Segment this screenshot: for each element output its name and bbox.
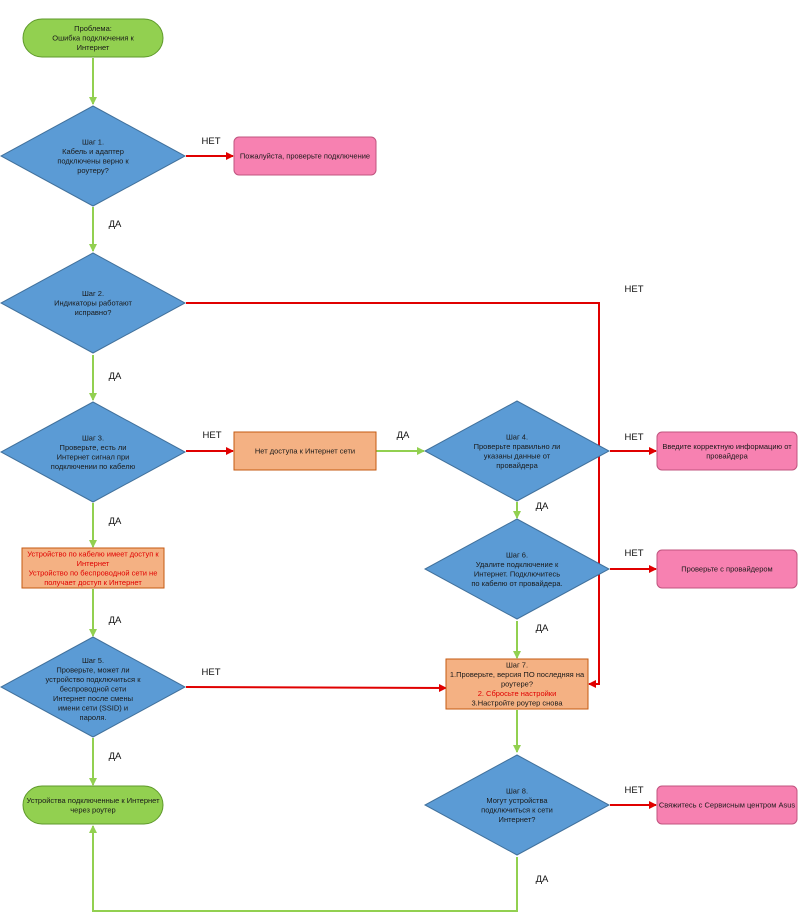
node-text: Нет доступа к Интернет сети <box>255 447 355 456</box>
edge-step2-to-step7 <box>186 302 600 688</box>
edge-label-step1-to-check_connection: НЕТ <box>202 136 221 147</box>
terminal-shape <box>22 785 164 825</box>
process-box <box>656 785 798 825</box>
edge-step8-to-devices_connected <box>89 825 518 912</box>
edge-label-step3-to-no_internet: НЕТ <box>203 430 222 441</box>
edge-label-no_internet-to-step4: ДА <box>397 430 410 441</box>
edge-label-cable_ok_wifi_not-to-step5: ДА <box>109 615 122 626</box>
edge-label-step3-to-cable_ok_wifi_not: ДА <box>109 516 122 527</box>
process-box <box>233 136 377 176</box>
process-box <box>445 658 589 710</box>
edge-label-step2-to-step7: НЕТ <box>625 284 644 295</box>
node-check-with-provider: Проверьте с провайдером <box>656 549 798 589</box>
edge-label-step8-to-devices_connected: ДА <box>536 874 549 885</box>
node-contact-asus: Свяжитесь с Сервисным центром Asus <box>656 785 798 825</box>
process-box <box>656 431 798 471</box>
node-text: Свяжитесь с Сервисным центром Asus <box>659 801 796 810</box>
edge-label-step5-to-step7: НЕТ <box>202 667 221 678</box>
decision-diamond <box>0 252 187 354</box>
edge-label-step5-to-devices_connected: ДА <box>109 751 122 762</box>
edge-label-step1-to-step2: ДА <box>109 219 122 230</box>
edge-step5-to-step7 <box>185 683 447 692</box>
edge-label-step4-to-step6: ДА <box>536 501 549 512</box>
decision-diamond <box>423 400 611 502</box>
edge-label-step2-to-step3: ДА <box>109 371 122 382</box>
terminal-shape <box>22 18 164 58</box>
edge-label-step6-to-check_with_provider: НЕТ <box>625 548 644 559</box>
decision-diamond <box>423 754 611 856</box>
edge-label-step6-to-step7: ДА <box>536 623 549 634</box>
node-text: Проверьте с провайдером <box>681 565 772 574</box>
edge-label-step4-to-enter_provider_info: НЕТ <box>625 432 644 443</box>
node-step7: Шаг 7.1.Проверьте, версия ПО последняя н… <box>445 658 589 710</box>
edge-label-step8-to-contact_asus: НЕТ <box>625 785 644 796</box>
decision-diamond <box>0 105 187 207</box>
decision-diamond <box>0 636 187 738</box>
process-box <box>656 549 798 589</box>
process-box <box>21 547 165 589</box>
process-box <box>233 431 377 471</box>
decision-diamond <box>423 518 611 620</box>
node-check-connection: Пожалуйста, проверьте подключение <box>233 136 377 176</box>
node-text: Шаг 7.1.Проверьте, версия ПО последняя н… <box>450 661 585 708</box>
decision-diamond <box>0 401 187 503</box>
node-no-internet: Нет доступа к Интернет сети <box>233 431 377 471</box>
node-text: Пожалуйста, проверьте подключение <box>240 152 370 161</box>
